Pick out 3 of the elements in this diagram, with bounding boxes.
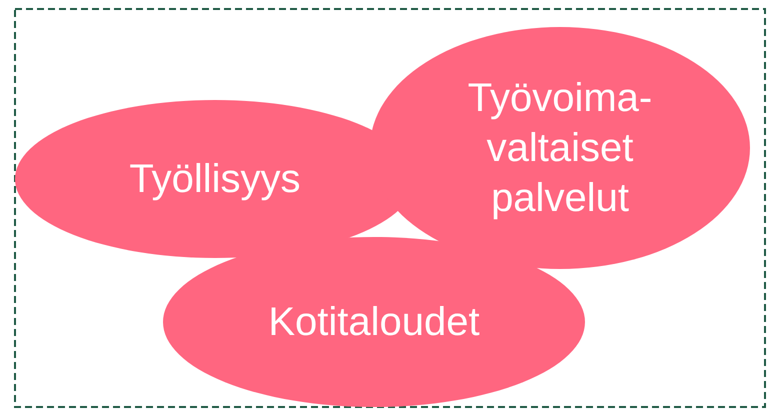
ellipse-label: Työvoima- valtaiset palvelut [466,75,654,222]
ellipse-label: Kotitaloudet [267,299,481,346]
ellipse-label: Työllisyys [128,156,302,203]
